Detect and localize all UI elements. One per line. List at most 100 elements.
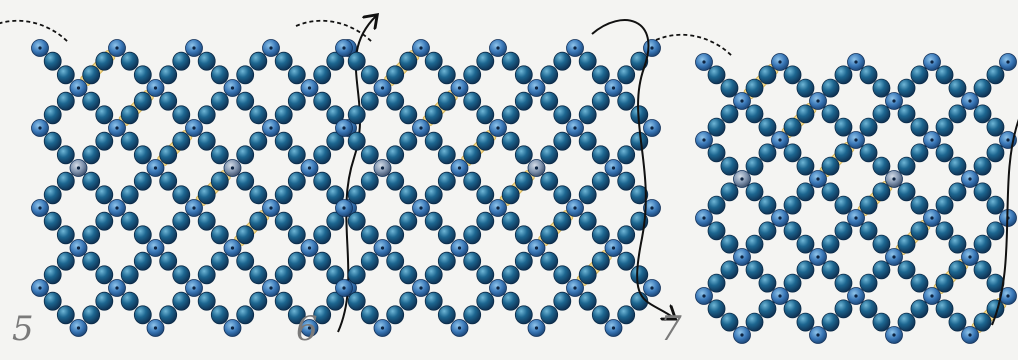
junction-dot — [611, 86, 616, 90]
junction-dot — [380, 86, 385, 90]
net-bead — [745, 312, 764, 332]
net-bead — [935, 65, 954, 85]
net-bead — [796, 312, 815, 332]
net-bead — [82, 171, 101, 191]
net-bead — [210, 305, 229, 325]
net-bead — [591, 225, 610, 245]
net-bead — [783, 299, 802, 319]
net-bead — [707, 143, 726, 163]
junction-dot — [573, 46, 577, 50]
net-bead — [796, 260, 815, 280]
net-bead — [424, 265, 443, 285]
net-bead — [313, 171, 332, 191]
net-bead — [796, 182, 815, 202]
net-bead — [578, 131, 597, 151]
net-bead — [476, 131, 495, 151]
net-bead — [758, 221, 777, 241]
net-bead — [617, 65, 636, 85]
net-bead — [897, 312, 916, 332]
net-bead — [360, 305, 379, 325]
net-bead — [437, 145, 456, 165]
net-bead — [82, 145, 101, 165]
net-bead — [783, 65, 802, 85]
junction-dot — [816, 333, 820, 337]
net-bead — [501, 51, 520, 71]
net-bead — [326, 105, 345, 125]
junction-dot — [611, 246, 616, 250]
beads — [43, 51, 345, 325]
junction-dot — [269, 46, 273, 50]
net-bead — [948, 234, 967, 254]
net-bead — [501, 265, 520, 285]
net-bead — [360, 171, 379, 191]
net-bead — [347, 265, 366, 285]
net-bead — [43, 265, 62, 285]
net-bead — [274, 51, 293, 71]
net-bead — [197, 105, 216, 125]
net-bead — [553, 265, 572, 285]
net-bead — [834, 299, 853, 319]
net-bead — [249, 265, 268, 285]
junction-dot — [38, 126, 42, 130]
net-bead — [720, 104, 739, 124]
junction-dot — [496, 286, 500, 290]
net-bead — [197, 265, 216, 285]
net-bead — [197, 291, 216, 311]
net-bead — [95, 211, 114, 231]
net-bead — [274, 211, 293, 231]
junction-dot — [230, 326, 235, 330]
net-bead — [424, 211, 443, 231]
junction-dot — [307, 326, 312, 330]
net-bead — [133, 225, 152, 245]
net-bead — [249, 291, 268, 311]
net-bead — [313, 225, 332, 245]
junction-dot — [38, 46, 42, 50]
net-bead — [872, 156, 891, 176]
net-bead — [249, 185, 268, 205]
thread-path-arrow — [591, 19, 674, 318]
net-bead — [133, 305, 152, 325]
net-bead — [973, 312, 992, 332]
net-bead — [707, 273, 726, 293]
net-bead — [95, 51, 114, 71]
net-bead — [210, 65, 229, 85]
junction-dot — [534, 166, 539, 170]
net-bead — [859, 221, 878, 241]
junction-dot — [650, 126, 654, 130]
net-bead — [159, 65, 178, 85]
junction-dot — [778, 60, 782, 64]
net-bead — [172, 185, 191, 205]
net-bead — [948, 156, 967, 176]
net-bead — [476, 51, 495, 71]
junction-dot — [153, 246, 158, 250]
net-bead — [745, 260, 764, 280]
net-bead — [834, 221, 853, 241]
net-bead — [360, 91, 379, 111]
net-bead — [424, 105, 443, 125]
net-bead — [95, 131, 114, 151]
net-bead — [783, 143, 802, 163]
net-bead — [578, 265, 597, 285]
net-bead — [399, 51, 418, 71]
net-bead — [399, 131, 418, 151]
net-bead — [821, 104, 840, 124]
junction-dot — [115, 46, 119, 50]
net-bead — [424, 185, 443, 205]
net-bead — [935, 221, 954, 241]
net-bead — [821, 234, 840, 254]
net-bead — [476, 291, 495, 311]
net-bead — [197, 185, 216, 205]
net-bead — [859, 65, 878, 85]
net-bead — [326, 185, 345, 205]
net-bead — [386, 65, 405, 85]
net-bead — [910, 299, 929, 319]
net-bead — [399, 291, 418, 311]
junction-dot — [930, 138, 934, 142]
junction-dot — [534, 86, 539, 90]
junction-dot — [1006, 60, 1010, 64]
net-bead — [910, 143, 929, 163]
junction-dot — [778, 138, 782, 142]
net-bead — [796, 104, 815, 124]
net-bead — [514, 171, 533, 191]
junction-dot — [342, 286, 346, 290]
